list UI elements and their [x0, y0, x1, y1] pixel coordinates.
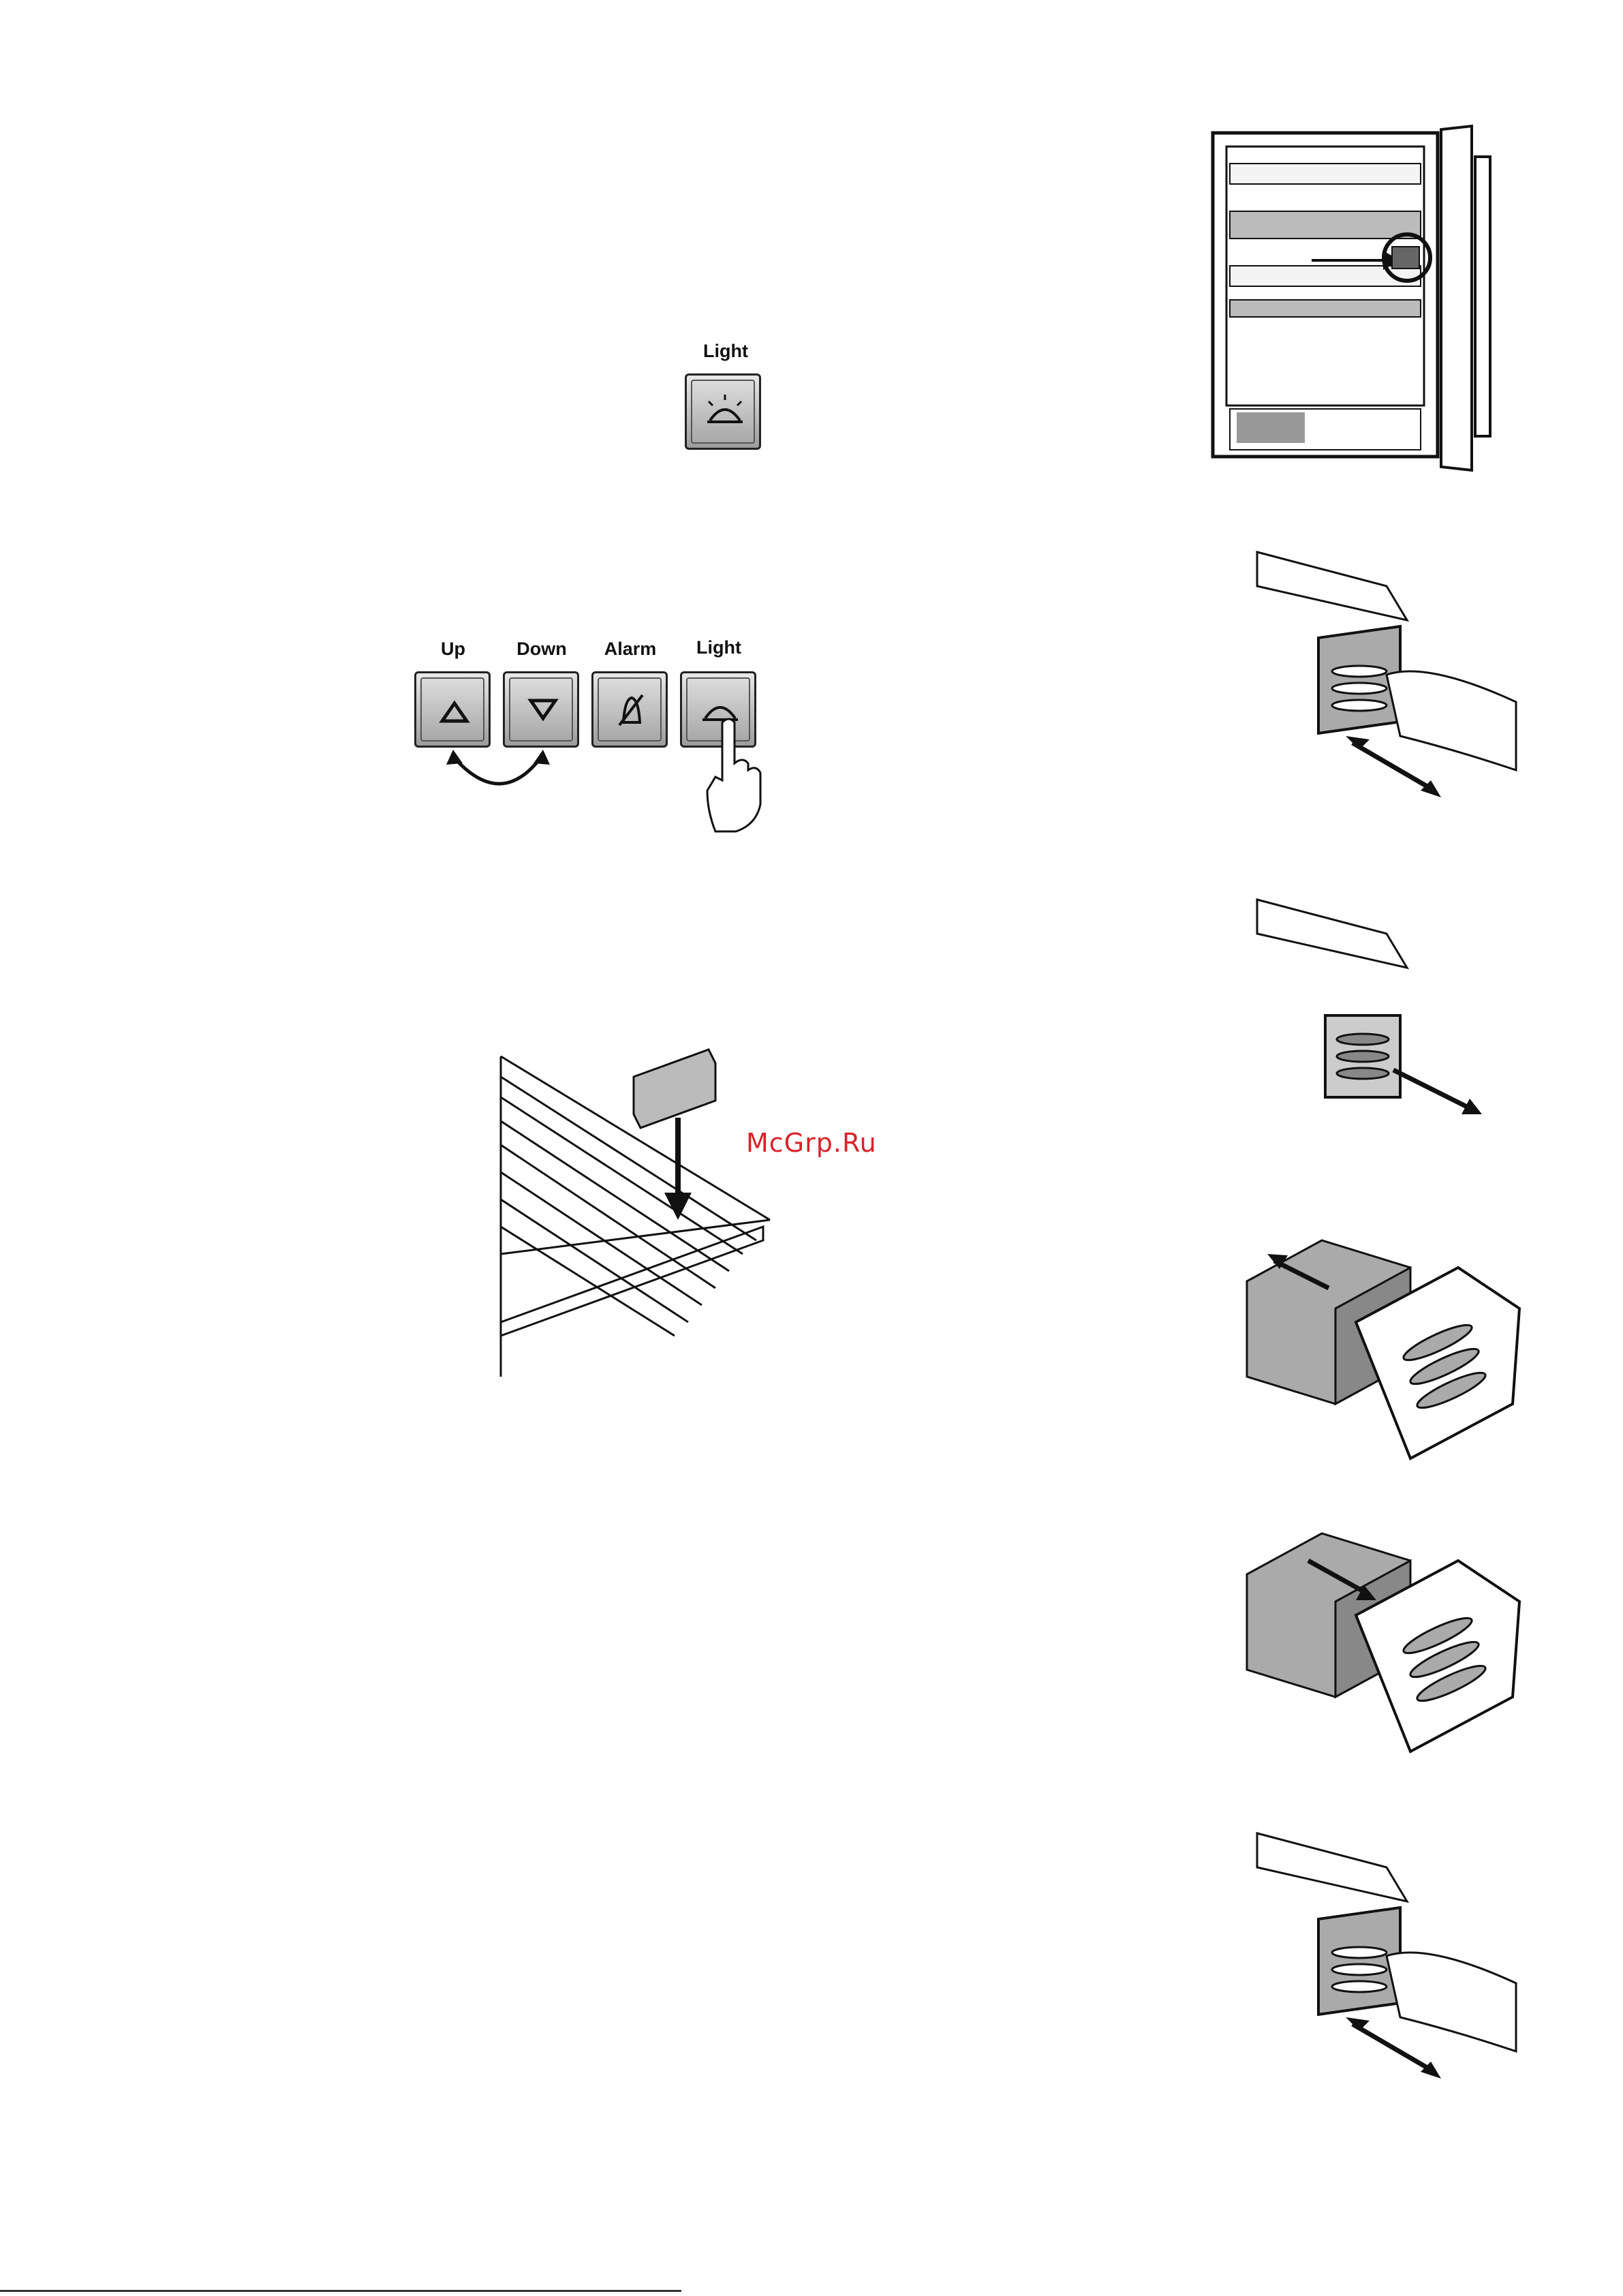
shelf-clip-illustration — [497, 1036, 906, 1390]
alarm-label: Alarm — [589, 639, 671, 660]
down-button[interactable] — [503, 671, 579, 748]
footer-divider — [0, 2290, 681, 2292]
alarm-button[interactable] — [591, 671, 668, 748]
filter-cartridge-illustration-1 — [1233, 1227, 1519, 1472]
light-label: Light — [678, 637, 760, 658]
down-arrow-icon — [529, 699, 557, 720]
filter-pull-illustration — [1250, 893, 1523, 1165]
light-button-top[interactable] — [685, 373, 761, 450]
up-arrow-icon — [441, 702, 468, 722]
light-icon — [705, 399, 745, 426]
filter-press-illustration-2 — [1250, 1826, 1536, 2099]
up-button[interactable] — [414, 671, 491, 748]
down-label: Down — [501, 639, 583, 660]
hand-pointer-icon — [695, 716, 777, 831]
alarm-icon — [618, 692, 645, 726]
filter-press-illustration — [1250, 545, 1536, 818]
watermark: McGrp.Ru — [746, 1128, 877, 1158]
double-arrow-icon — [439, 750, 576, 804]
refrigerator-illustration — [1209, 123, 1523, 477]
up-label: Up — [412, 639, 494, 660]
filter-cartridge-illustration-2 — [1233, 1520, 1519, 1765]
light-label-top: Light — [685, 341, 767, 362]
